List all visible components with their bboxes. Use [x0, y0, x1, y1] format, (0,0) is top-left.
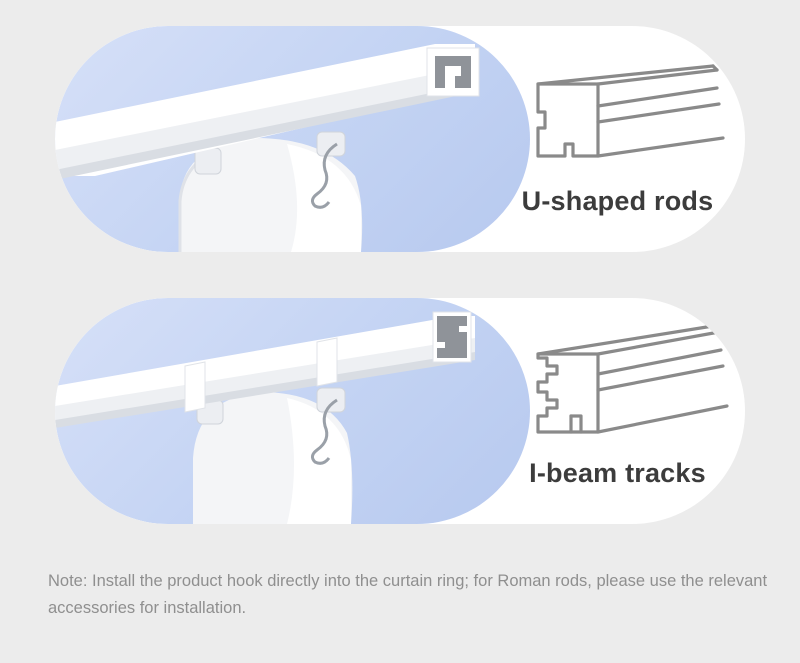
- u-shaped-rod-icon: [536, 64, 725, 158]
- u-shaped-rods-label: U-shaped rods: [521, 186, 714, 216]
- curtain-motor-i-beam-illustration: [55, 311, 475, 524]
- u-shaped-rod-card: U-shaped rods: [55, 26, 745, 252]
- i-beam-track-icon: [536, 324, 729, 434]
- i-beam-photo: [55, 298, 530, 524]
- i-beam-tracks-label: I-beam tracks: [529, 458, 706, 488]
- u-rod-photo: [55, 26, 530, 252]
- installation-note: Note: Install the product hook directly …: [48, 572, 768, 617]
- curtain-motor-u-rod-illustration: [55, 44, 480, 252]
- i-beam-track-card: I-beam tracks: [55, 298, 745, 524]
